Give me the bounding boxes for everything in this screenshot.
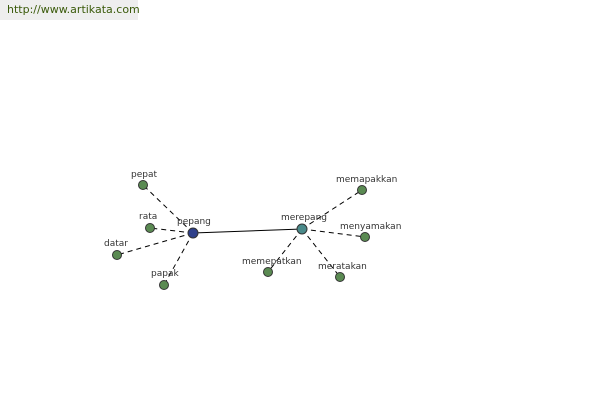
edge-pepang-datar bbox=[116, 232, 194, 256]
node-label-merepang[interactable]: merepang bbox=[281, 213, 327, 223]
edge-merepang-meratakan bbox=[301, 228, 341, 278]
node-label-meratakan[interactable]: meratakan bbox=[318, 262, 367, 272]
node-label-memepatkan[interactable]: memepatkan bbox=[242, 257, 302, 267]
node-rata[interactable] bbox=[145, 223, 155, 233]
node-datar[interactable] bbox=[112, 250, 122, 260]
node-label-memapakkan[interactable]: memapakkan bbox=[336, 175, 397, 185]
node-label-pepang[interactable]: pepang bbox=[177, 217, 211, 227]
edge-merepang-memepatkan bbox=[267, 228, 303, 273]
nodes-layer bbox=[112, 180, 370, 290]
node-meratakan[interactable] bbox=[335, 272, 345, 282]
edge-merepang-menyamakan bbox=[301, 228, 366, 238]
source-url-link[interactable]: http://www.artikata.com bbox=[7, 3, 140, 16]
node-memepatkan[interactable] bbox=[263, 267, 273, 277]
edges-layer bbox=[116, 184, 366, 286]
edge-pepang-papak bbox=[163, 232, 194, 286]
labels-layer: pepat rata datar papak pepang merepang memapak… bbox=[104, 170, 401, 279]
edge-pepang-rata bbox=[149, 227, 194, 234]
node-label-menyamakan[interactable]: menyamakan bbox=[340, 222, 401, 232]
node-label-papak[interactable]: papak bbox=[151, 269, 179, 279]
node-label-rata[interactable]: rata bbox=[139, 212, 157, 222]
source-url-bar: http://www.artikata.com bbox=[0, 0, 140, 20]
edge-pepang-pepat bbox=[142, 184, 194, 234]
node-label-pepat[interactable]: pepat bbox=[131, 170, 157, 180]
node-papak[interactable] bbox=[159, 280, 169, 290]
node-merepang[interactable] bbox=[296, 223, 308, 235]
node-memapakkan[interactable] bbox=[357, 185, 367, 195]
node-label-datar[interactable]: datar bbox=[104, 239, 128, 249]
node-pepang[interactable] bbox=[187, 227, 199, 239]
node-menyamakan[interactable] bbox=[360, 232, 370, 242]
node-pepat[interactable] bbox=[138, 180, 148, 190]
edge-pepang-merepang bbox=[192, 228, 303, 234]
edge-merepang-memapakkan bbox=[301, 189, 363, 230]
